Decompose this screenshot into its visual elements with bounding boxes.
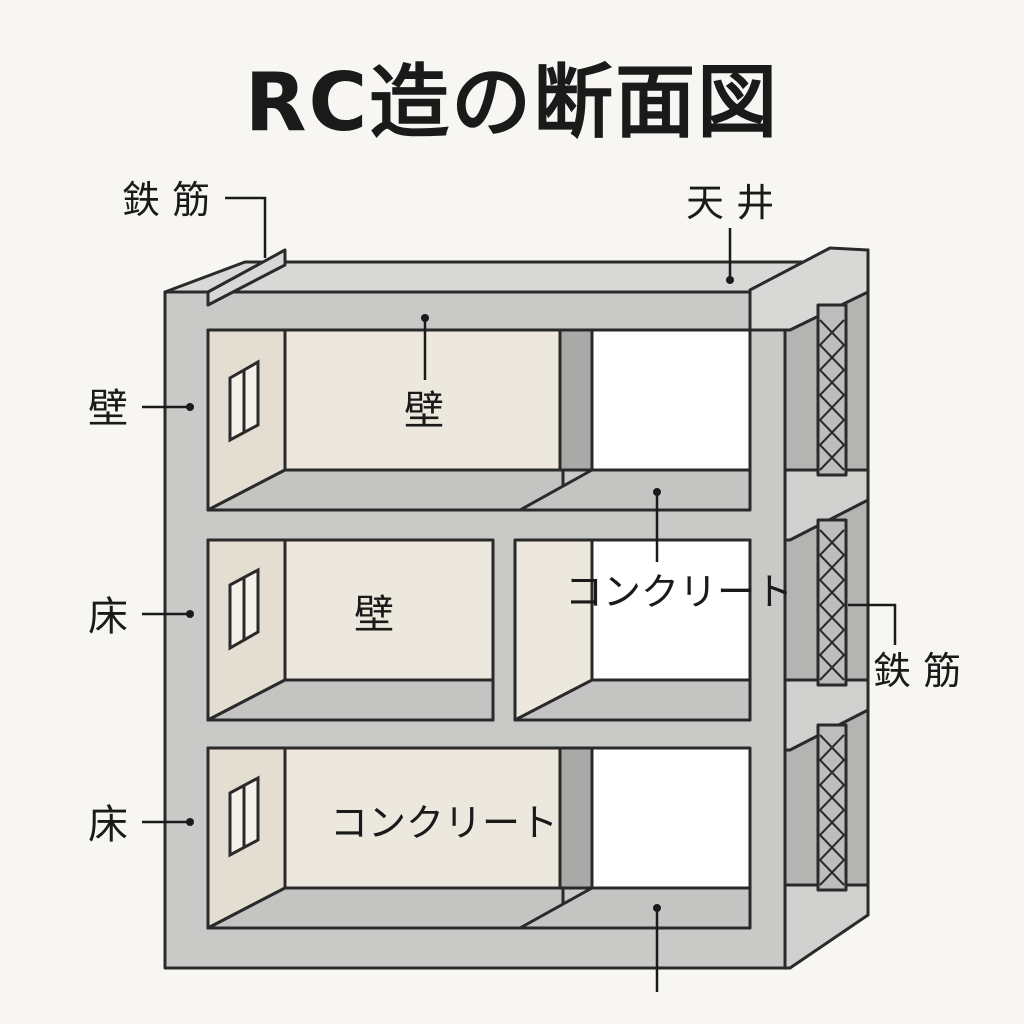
roof-parapet-left [206, 248, 287, 307]
room-2-opening [590, 328, 752, 472]
page-title: RC造の断面図 [244, 56, 780, 149]
room-3-floor [206, 678, 495, 722]
column-top [558, 328, 594, 472]
rebar-column-1 [816, 303, 848, 477]
label-concrete-room3: コンクリート [565, 570, 793, 614]
room-4-back [590, 538, 752, 682]
label-concrete-room5: コンクリート [330, 801, 558, 845]
label-wall-room1: 壁 [404, 388, 444, 434]
room-6-opening [590, 746, 752, 890]
label-ceiling: 天 井 [686, 181, 774, 225]
label-floor-left-middle: 床 [88, 594, 128, 640]
label-rebar-top-left: 鉄 筋 [122, 178, 210, 222]
room-2-floor [518, 468, 752, 512]
column-bottom [558, 746, 594, 890]
label-floor-left-bottom: 床 [88, 802, 128, 848]
label-wall-room2: 壁 [354, 592, 394, 638]
label-wall-left: 壁 [88, 386, 128, 432]
label-rebar-right: 鉄 筋 [873, 649, 961, 693]
room-6-floor [518, 886, 752, 930]
room-4-floor [513, 678, 752, 722]
slab-end-3 [783, 883, 870, 970]
